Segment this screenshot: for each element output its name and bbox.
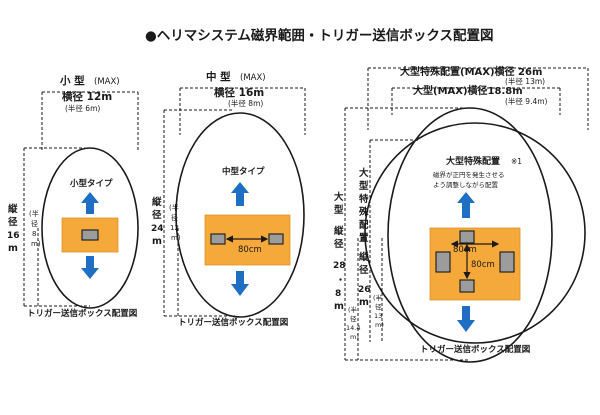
large-special-radius: (半径 13m)	[505, 76, 545, 86]
large-vertical-special-radius: (半 径 13 m)	[373, 293, 384, 329]
medium-arrow-down	[231, 271, 249, 296]
svg-text:m): m)	[171, 234, 181, 242]
svg-text:(半: (半	[169, 203, 179, 212]
svg-text:m): m)	[31, 240, 41, 248]
small-arrow-up	[81, 192, 99, 214]
svg-text:型: 型	[334, 204, 344, 216]
large-trigger-pad-right	[499, 251, 515, 273]
large-vertical-main-radius: (半 径 14.4 m)	[346, 305, 360, 341]
svg-text:特: 特	[359, 193, 369, 205]
svg-text:16: 16	[7, 231, 20, 241]
svg-text:m): m)	[375, 321, 384, 329]
svg-text:13: 13	[374, 312, 382, 320]
svg-text:径: 径	[359, 264, 369, 276]
medium-box-caption: トリガー送信ボックス配置図	[178, 317, 288, 328]
svg-text:24: 24	[151, 224, 164, 234]
medium-vertical-label: 縦 径 24 m	[151, 196, 164, 247]
svg-text:m): m)	[350, 333, 359, 341]
medium-spacing-label: 80cm	[238, 245, 262, 255]
small-arrow-down	[81, 256, 99, 279]
large-box-caption: トリガー送信ボックス配置図	[420, 344, 530, 355]
medium-arrow-up	[231, 182, 249, 206]
large-arrow-down	[457, 306, 475, 332]
svg-text:m: m	[359, 297, 369, 308]
svg-text:14.4: 14.4	[346, 324, 360, 332]
small-width-label: 横径 12m	[62, 90, 112, 103]
medium-field-ellipse	[175, 112, 305, 318]
large-type-diagram: 大型特殊配置(MAX)横径 26m (半径 13m) 大型(MAX)横径18.8…	[333, 65, 589, 363]
svg-text:径: 径	[375, 302, 382, 311]
small-header: 小 型	[59, 74, 85, 87]
large-special-field-circle	[364, 122, 586, 344]
svg-text:・: ・	[336, 276, 345, 286]
svg-text:縦: 縦	[359, 251, 369, 263]
large-arrow-up	[457, 192, 475, 218]
svg-text:置: 置	[359, 232, 369, 244]
svg-text:縦: 縦	[8, 203, 18, 215]
small-vertical-label: 縦 径 16 m	[7, 203, 20, 254]
svg-text:型: 型	[359, 180, 369, 192]
small-width-radius: (半径 6m)	[65, 103, 100, 113]
small-field-ellipse	[41, 147, 139, 309]
large-note-mark: ※1	[511, 157, 522, 166]
svg-text:径: 径	[334, 238, 344, 250]
large-spacing-label-vertical: 80cm	[471, 260, 495, 270]
svg-text:8: 8	[32, 230, 36, 238]
medium-header: 中 型	[206, 70, 231, 83]
svg-text:28: 28	[333, 261, 346, 271]
medium-vertical-radius: (半 径 12 m)	[169, 203, 181, 242]
svg-text:(半: (半	[348, 305, 358, 314]
large-max-header: 大型(MAX)横径18.8m	[413, 84, 523, 97]
small-header-max: (MAX)	[94, 77, 120, 87]
svg-text:m: m	[152, 236, 162, 247]
small-trigger-pad	[81, 229, 99, 241]
svg-text:大: 大	[359, 167, 369, 179]
small-type-diagram: 小 型 (MAX) 横径 12m (半径 6m) 縦 径 16 m (半 径 8…	[7, 74, 139, 319]
small-box-caption: トリガー送信ボックス配置図	[27, 308, 137, 319]
svg-text:径: 径	[171, 213, 178, 222]
large-trigger-pad-left	[435, 251, 451, 273]
large-vertical-main-label: 大 型 縦 径 28 ・ 8 m	[333, 191, 346, 312]
large-type-label: 大型特殊配置	[446, 155, 500, 167]
svg-text:m: m	[8, 243, 18, 254]
svg-text:配: 配	[359, 220, 369, 231]
large-vertical-special-label: 大 型 特 殊 配 置 縦 径 26 m	[358, 167, 371, 308]
medium-type-label: 中型タイプ	[222, 166, 265, 177]
svg-text:径: 径	[152, 209, 162, 221]
svg-text:大: 大	[334, 191, 344, 203]
page-title: ●ヘリマシステム磁界範囲・トリガー送信ボックス配置図	[145, 27, 493, 44]
medium-width-label: 横径 16m	[214, 86, 264, 99]
medium-type-diagram: 中 型 (MAX) 横径 16m (半径 8m) 縦 径 24 m (半 径 1…	[151, 70, 306, 328]
small-vertical-radius: (半 径 8 m)	[29, 209, 41, 248]
svg-text:(半: (半	[29, 209, 39, 218]
svg-text:縦: 縦	[152, 196, 162, 208]
svg-text:殊: 殊	[358, 206, 369, 218]
svg-text:8: 8	[335, 289, 341, 299]
medium-width-radius: (半径 8m)	[228, 98, 263, 108]
large-note-line-1: 磁界が正円を発生させる	[433, 170, 505, 179]
svg-text:m: m	[334, 301, 344, 312]
svg-text:26: 26	[358, 285, 371, 295]
large-spacing-label-horizontal: 80cm	[453, 245, 477, 255]
medium-trigger-pad-right	[268, 233, 284, 245]
large-trigger-pad-top	[459, 230, 475, 244]
svg-text:径: 径	[31, 219, 38, 228]
svg-text:12: 12	[170, 224, 179, 232]
large-trigger-pad-bottom	[459, 279, 475, 293]
large-max-field-ellipse	[387, 107, 553, 363]
large-max-radius: (半径 9.4m)	[505, 96, 548, 106]
svg-text:(半: (半	[373, 293, 383, 302]
large-note-line-2: よう調整しながら配置	[433, 180, 499, 189]
medium-trigger-pad-left	[210, 233, 226, 245]
medium-header-max: (MAX)	[240, 73, 266, 83]
svg-text:径: 径	[8, 216, 18, 228]
svg-text:縦: 縦	[334, 225, 344, 237]
svg-text:径: 径	[350, 314, 357, 323]
small-type-label: 小型タイプ	[69, 178, 113, 189]
